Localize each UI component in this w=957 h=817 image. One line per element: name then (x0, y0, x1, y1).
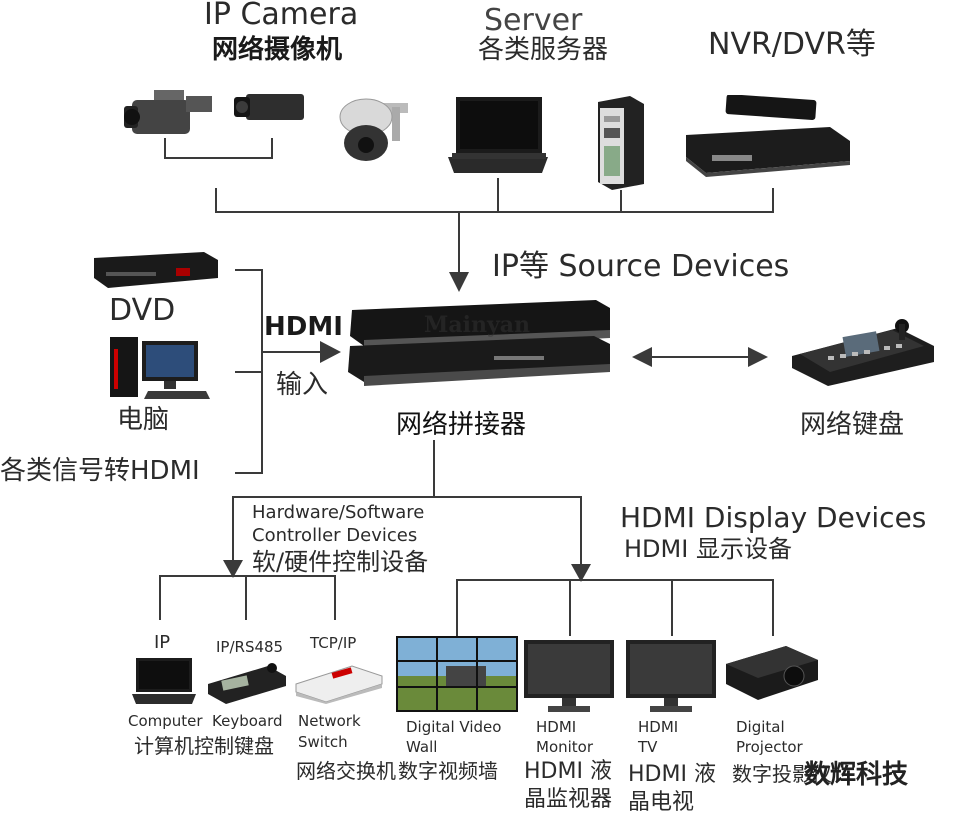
nvr-dvr-title: NVR/DVR等 (708, 27, 876, 62)
monitor-zh-label-2: 晶监视器 (524, 787, 613, 812)
tv-label-2: TV (638, 738, 658, 756)
dvd-label: DVD (109, 293, 176, 328)
tv-zh-label-1: HDMI 液 (628, 762, 716, 787)
projector-label-1: Digital (736, 718, 785, 736)
controller-laptop-icon (132, 658, 196, 704)
hdmi-tv-icon (626, 640, 716, 712)
tv-label-1: HDMI (638, 718, 679, 736)
controller-title-en-2: Controller Devices (252, 525, 418, 546)
server-zh-title: 各类服务器 (478, 35, 609, 65)
top-bus-line (215, 188, 774, 213)
video-wall-label-2: Wall (406, 738, 438, 756)
network-splicer-device: Mainyan (348, 300, 610, 386)
source-devices-label: IP等 Source Devices (492, 249, 790, 284)
hdmi-monitor-icon (524, 640, 614, 712)
nvr-dvr-icon (686, 95, 850, 177)
ip-camera-zh-title: 网络摄像机 (212, 35, 343, 65)
network-switch-icon (295, 665, 383, 704)
display-title-en: HDMI Display Devices (620, 501, 927, 534)
ptz-dome-camera-icon (339, 98, 408, 161)
pc-label: 电脑 (117, 405, 170, 435)
server-title: Server (484, 3, 583, 38)
display-down-line (434, 496, 582, 566)
camera-bracket-line (164, 138, 273, 159)
ip-protocol-label: IP (154, 632, 171, 653)
tv-zh-label-2: 晶电视 (628, 790, 695, 815)
video-wall-zh-label: 数字视频墙 (398, 759, 498, 783)
input-zh-label: 输入 (276, 370, 329, 400)
arrow-right-input (320, 341, 341, 363)
arrow-down-controller (223, 560, 243, 578)
monitor-label-1: HDMI (536, 718, 577, 736)
monitor-label-2: Monitor (536, 738, 594, 756)
laptop-icon (448, 97, 548, 173)
desktop-pc-icon (110, 337, 210, 399)
arrow-down-source (449, 272, 469, 292)
server-tower-icon (598, 96, 644, 190)
computer-keyboard-zh-label: 计算机控制键盘 (134, 734, 274, 758)
hdmi-input-label: HDMI (264, 312, 343, 342)
projector-label-2: Projector (736, 738, 803, 756)
video-wall-icon (396, 636, 518, 712)
network-switch-zh-label: 网络交换机 (296, 759, 396, 783)
video-wall-label-1: Digital Video (406, 718, 502, 736)
projector-icon (726, 646, 818, 700)
controller-title-zh: 软/硬件控制设备 (252, 548, 429, 576)
arrow-down-display (571, 564, 591, 582)
arrow-right-keyboard (748, 347, 768, 367)
splicer-label: 网络拼接器 (396, 410, 527, 440)
ip-camera-title: IP Camera (204, 0, 359, 32)
keyboard-label: Keyboard (212, 712, 283, 730)
monitor-zh-label-1: HDMI 液 (524, 759, 612, 784)
tcp-ip-label: TCP/IP (310, 634, 357, 652)
dvd-player-icon (94, 252, 218, 288)
signal-to-hdmi-label: 各类信号转HDMI (0, 456, 200, 486)
network-keyboard-label: 网络键盘 (800, 410, 905, 440)
controller-bracket-line (159, 575, 336, 620)
computer-label: Computer (128, 712, 203, 730)
network-label: Network (298, 712, 361, 730)
controller-down-line (232, 440, 435, 562)
watermark-text: 数辉科技 (804, 760, 909, 790)
network-keyboard-device (792, 319, 934, 386)
camcorder-icon (124, 90, 212, 134)
controller-keyboard-icon (208, 663, 286, 704)
ip-rs485-label: IP/RS485 (216, 638, 284, 656)
box-camera-icon (234, 94, 304, 120)
svg-text:Mainyan: Mainyan (424, 312, 530, 338)
display-bracket-line (456, 579, 774, 636)
controller-title-en-1: Hardware/Software (252, 502, 425, 523)
projector-zh-label: 数字投影仪 (732, 762, 832, 786)
display-title-zh: HDMI 显示设备 (624, 535, 792, 563)
switch-label: Switch (298, 733, 348, 751)
arrow-left-keyboard (632, 347, 652, 367)
